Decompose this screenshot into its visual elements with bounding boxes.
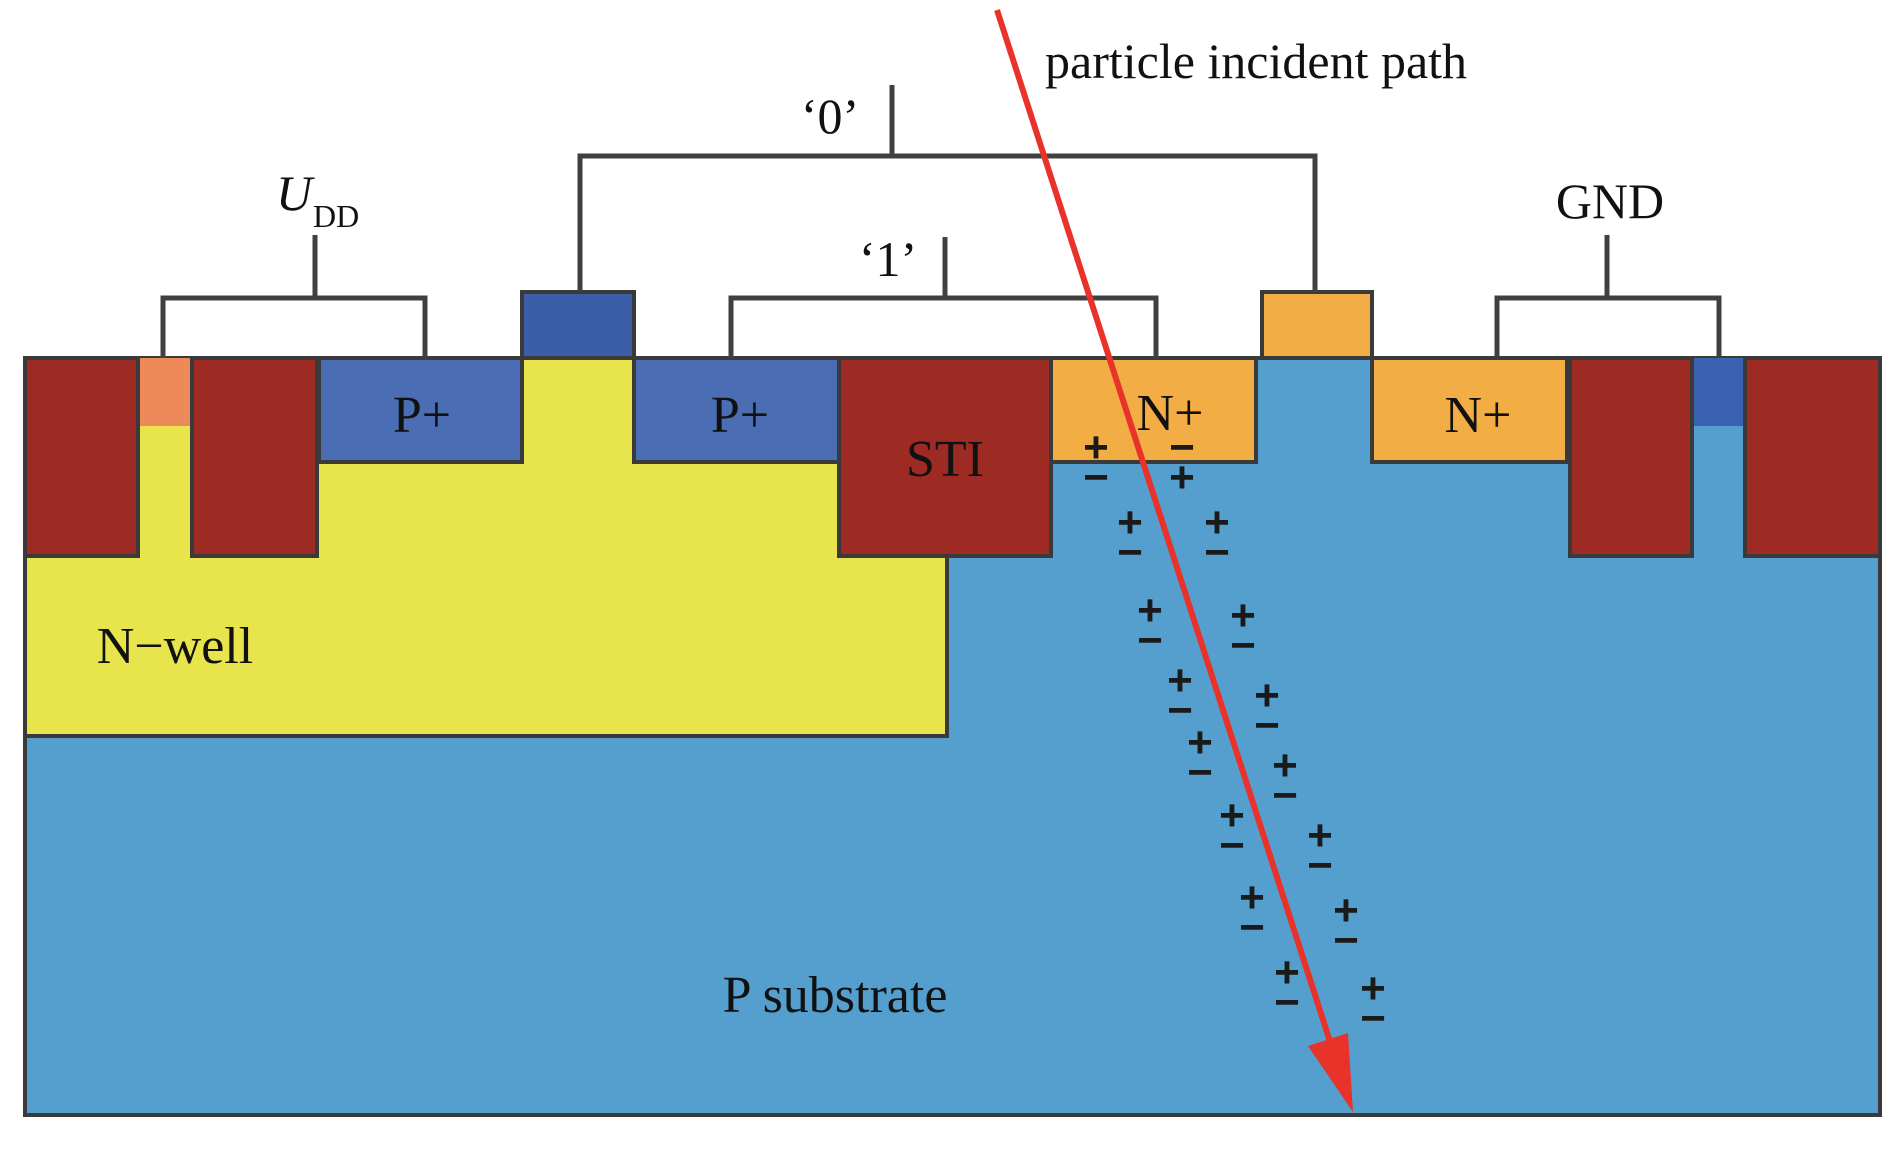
charge-plus-15: + <box>1360 964 1386 1013</box>
charge-minus-1: − <box>1169 423 1195 472</box>
sti-block-right-2 <box>1743 356 1882 558</box>
charge-minus-15: − <box>1360 994 1386 1043</box>
node-0-wire <box>577 153 1318 292</box>
charge-plus-2: + <box>1117 498 1143 547</box>
charge-pairs: +−−++−+−+−+−+−+−+−+−+−+−+−+−+−+− <box>1083 423 1386 1043</box>
charge-minus-3: − <box>1204 528 1230 577</box>
nwell-contact <box>140 358 190 426</box>
charge-minus-10: − <box>1219 821 1245 870</box>
charge-minus-9: − <box>1272 771 1298 820</box>
vdd-subscript: DD <box>313 198 359 234</box>
n-plus-mid-region <box>1049 356 1258 464</box>
charge-plus-4: + <box>1137 586 1163 635</box>
substrate-contact <box>1694 358 1743 426</box>
charge-plus-11: + <box>1307 811 1333 860</box>
charge-minus-11: − <box>1307 841 1333 890</box>
n-well-label: N−well <box>97 618 253 675</box>
gnd-label: GND <box>1556 173 1664 229</box>
charge-plus-6: + <box>1167 656 1193 705</box>
sti-block-right-1 <box>1568 356 1694 558</box>
p-plus-left-region <box>317 356 524 464</box>
charge-plus-1: + <box>1169 453 1195 502</box>
gnd-wire <box>1494 295 1722 358</box>
charge-plus-12: + <box>1239 873 1265 922</box>
sti-label: STI <box>906 431 984 488</box>
sti-block-left-2 <box>190 356 319 558</box>
vdd-label: U <box>276 165 315 221</box>
charge-minus-4: − <box>1137 616 1163 665</box>
n-plus-mid-label: N+ <box>1137 385 1204 442</box>
gate-left <box>520 290 636 360</box>
charge-plus-5: + <box>1230 591 1256 640</box>
charge-plus-0: + <box>1083 423 1109 472</box>
charge-plus-10: + <box>1219 791 1245 840</box>
charge-minus-6: − <box>1167 686 1193 735</box>
n-plus-right-region <box>1370 356 1569 464</box>
charge-minus-0: − <box>1083 453 1109 502</box>
charge-minus-5: − <box>1230 621 1256 670</box>
charge-minus-8: − <box>1187 748 1213 797</box>
p-plus-mid-label: P+ <box>711 387 769 444</box>
charge-minus-12: − <box>1239 903 1265 952</box>
vdd-wire <box>160 295 428 358</box>
node-1-label: ‘1’ <box>859 231 917 287</box>
particle-path-arrow-shaft <box>994 9 1339 1061</box>
node-0-label: ‘0’ <box>801 88 859 144</box>
sti-block-mid <box>837 356 1053 558</box>
charge-minus-14: − <box>1274 978 1300 1027</box>
charge-minus-7: − <box>1254 701 1280 750</box>
charge-minus-2: − <box>1117 528 1143 577</box>
particle-path-arrowhead <box>1308 1033 1353 1112</box>
gate-right <box>1260 290 1374 360</box>
charge-plus-14: + <box>1274 948 1300 997</box>
charge-plus-3: + <box>1204 498 1230 547</box>
sti-block-left-1 <box>23 356 140 558</box>
p-plus-left-label: P+ <box>393 387 451 444</box>
charge-plus-13: + <box>1333 886 1359 935</box>
p-substrate-label: P substrate <box>723 967 948 1024</box>
charge-plus-9: + <box>1272 741 1298 790</box>
charge-plus-7: + <box>1254 671 1280 720</box>
particle-path-label: particle incident path <box>1045 33 1467 89</box>
charge-plus-8: + <box>1187 718 1213 767</box>
n-plus-right-label: N+ <box>1445 387 1512 444</box>
charge-minus-13: − <box>1333 916 1359 965</box>
